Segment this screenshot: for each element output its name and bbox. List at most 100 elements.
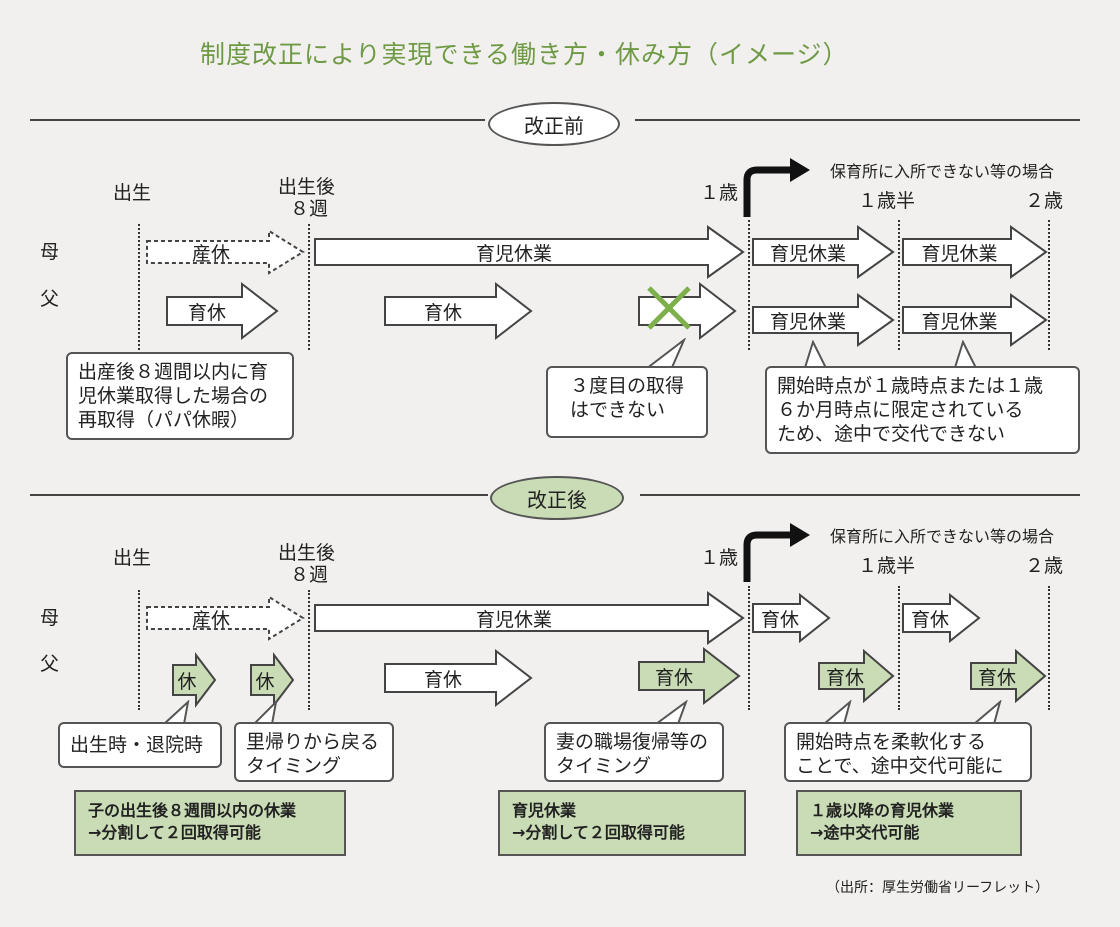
- summary-line: →分割して２回取得可能: [512, 823, 685, 842]
- childcare-leave-arrow: 育児休業: [314, 225, 745, 279]
- father-extension-arrow-1: 育児休業: [752, 293, 895, 347]
- callout-line: ６か月時点に限定されている: [777, 399, 1024, 421]
- one-year-label: １歳: [700, 547, 739, 569]
- nursery-note: 保育所に入所できない等の場合: [830, 162, 1055, 181]
- father-green-leave-arrow-2: 育休: [818, 648, 895, 704]
- callout-line: タイミング: [556, 755, 652, 777]
- father-ext2-label: 育児休業: [921, 310, 998, 333]
- callout-line: ため、途中で交代できない: [777, 423, 1006, 445]
- father-leave2-label: 育休: [423, 301, 462, 324]
- father-kyu1-label: 休: [177, 670, 197, 693]
- father-leave-label: 育休: [423, 668, 462, 691]
- mother-short2-label: 育休: [910, 608, 949, 631]
- wife-return-callout: 妻の職場復帰等の タイミング: [544, 722, 724, 782]
- one-half-label: １歳半: [858, 190, 916, 212]
- callout-line: タイミング: [246, 755, 342, 777]
- summary-line: →途中交代可能: [810, 823, 920, 842]
- section-divider: [640, 494, 1080, 496]
- after-heading: 改正後: [490, 476, 624, 520]
- father-green3-label: 育休: [977, 666, 1016, 689]
- section-divider: [635, 119, 1080, 121]
- mother-ext2-label: 育児休業: [921, 242, 998, 265]
- section-divider: [30, 494, 488, 496]
- callout-line: 出産後８週間以内に育: [78, 361, 269, 383]
- extension-turn-arrow-icon: [743, 523, 810, 582]
- callout-line: ことで、途中交代可能に: [796, 755, 1004, 777]
- callout-pointer: [654, 700, 688, 724]
- birth-label: 出生: [113, 182, 152, 204]
- father-leave-arrow-1: 育休: [166, 281, 279, 341]
- after-birth-label: 出生後: [278, 542, 336, 564]
- week8-marker-line: [308, 224, 310, 350]
- two-years-label: ２歳: [1025, 190, 1064, 212]
- callout-line: 開始時点が１歳時点または１歳: [777, 375, 1044, 397]
- after-birth-label: 出生後: [278, 176, 336, 198]
- callout-pointer: [640, 338, 686, 372]
- father-leave-arrow: 育休: [384, 648, 533, 708]
- week8-marker-line: [308, 590, 310, 710]
- summary-swap-after-1-year: １歳以降の育児休業 →途中交代可能: [796, 790, 1022, 856]
- summary-line: 育児休業: [512, 801, 577, 820]
- one-half-label: １歳半: [858, 555, 916, 577]
- summary-split-childcare: 育児休業 →分割して２回取得可能: [498, 790, 746, 856]
- section-divider: [30, 119, 485, 121]
- one-half-marker-line: [898, 220, 900, 350]
- father-row-label: 父: [40, 288, 60, 310]
- nursery-note: 保育所に入所できない等の場合: [830, 527, 1055, 546]
- father-kyu-arrow-1: 休: [172, 652, 217, 708]
- birth-discharge-callout: 出生時・退院時: [58, 722, 222, 768]
- source-note: （出所：厚生労働省リーフレット）: [826, 880, 1050, 896]
- two-years-marker-line: [1048, 220, 1050, 350]
- callout-line: ３度目の取得: [570, 375, 685, 397]
- mother-short1-label: 育休: [760, 608, 799, 631]
- mother-extension-arrow-1: 育児休業: [752, 225, 895, 279]
- third-leave-callout: ３度目の取得 はできない: [546, 366, 708, 438]
- summary-split-within-8-weeks: 子の出生後８週間以内の休業 →分割して２回取得可能: [74, 790, 346, 856]
- father-extension-arrow-2: 育児休業: [902, 293, 1048, 347]
- father-green2-label: 育休: [825, 666, 864, 689]
- maternity-leave-arrow: 産休: [146, 595, 305, 641]
- childcare-leave-arrow: 育児休業: [314, 591, 745, 645]
- mother-row-label: 母: [40, 241, 60, 263]
- callout-pointer: [162, 700, 190, 724]
- diagram-title: 制度改正により実現できる働き方・休み方（イメージ）: [200, 40, 849, 69]
- callout-pointer: [822, 700, 852, 724]
- father-green-leave-arrow-1: 育休: [638, 646, 741, 706]
- callout-line: 里帰りから戻る: [246, 731, 380, 753]
- maternity-label: 産休: [191, 608, 230, 631]
- one-year-marker-line: [748, 220, 750, 350]
- callout-pointer: [252, 700, 278, 724]
- callout-line: 妻の職場復帰等の: [556, 731, 709, 753]
- maternity-label: 産休: [191, 242, 230, 265]
- summary-line: １歳以降の育児休業: [810, 801, 955, 820]
- mother-short-leave-arrow-1: 育休: [752, 592, 831, 644]
- mother-extension-arrow-2: 育児休業: [902, 225, 1048, 279]
- maternity-leave-arrow: 産休: [146, 229, 305, 275]
- father-leave1-label: 育休: [187, 301, 226, 324]
- fixed-start-callout: 開始時点が１歳時点または１歳 ６か月時点に限定されている ため、途中で交代できな…: [765, 366, 1080, 454]
- mother-row-label: 母: [40, 607, 60, 629]
- childcare-label: 育児休業: [475, 608, 552, 631]
- one-half-marker-line: [898, 586, 900, 710]
- not-allowed-cross-icon: [647, 286, 691, 330]
- callout-line: 開始時点を柔軟化する: [796, 731, 987, 753]
- extension-turn-arrow-icon: [743, 158, 810, 217]
- father-kyu2-label: 休: [255, 670, 275, 693]
- callout-line: 再取得（パパ休暇）: [78, 409, 250, 431]
- father-green-leave-arrow-3: 育休: [970, 648, 1047, 704]
- one-year-marker-line: [748, 586, 750, 710]
- birth-marker-line: [138, 590, 140, 710]
- callout-line: はできない: [570, 399, 666, 421]
- before-heading: 改正前: [488, 102, 620, 146]
- one-year-label: １歳: [700, 182, 739, 204]
- callout-line: 児休業取得した場合の: [78, 385, 269, 407]
- two-years-label: ２歳: [1025, 555, 1064, 577]
- summary-line: 子の出生後８週間以内の休業: [88, 801, 297, 820]
- childcare-label: 育児休業: [475, 242, 552, 265]
- father-leave-arrow-2: 育休: [384, 281, 533, 341]
- summary-line: →分割して２回取得可能: [88, 823, 261, 842]
- eight-weeks-label: ８週: [290, 564, 329, 586]
- callout-line: 出生時・退院時: [70, 734, 204, 756]
- father-green1-label: 育休: [654, 666, 693, 689]
